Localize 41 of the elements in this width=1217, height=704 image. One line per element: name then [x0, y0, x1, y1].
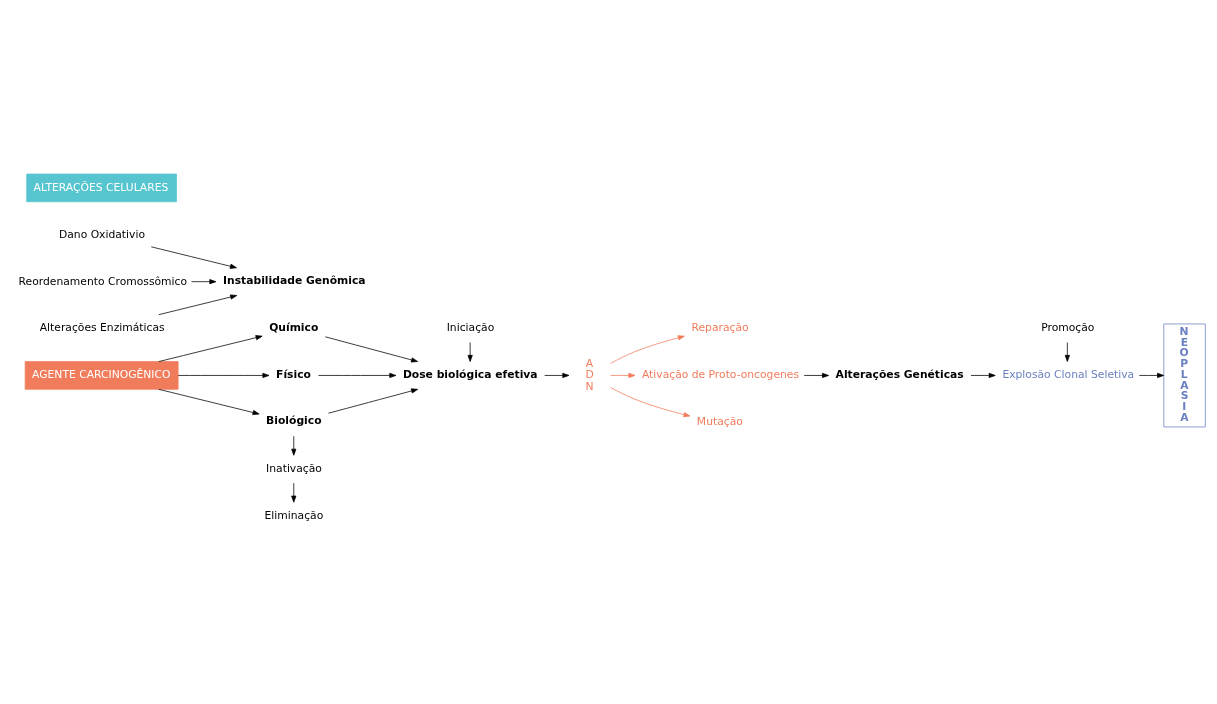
arrow	[291, 435, 297, 456]
arrow	[803, 372, 829, 378]
arrow	[544, 372, 570, 378]
node-text: Alterações Enzimáticas	[39, 321, 165, 335]
node-text: Físico	[276, 367, 311, 381]
arrow	[610, 372, 636, 378]
node-box: AGENTE CARCINOGÊNICO	[24, 361, 179, 390]
arrow	[328, 388, 419, 414]
node-text: Promoção	[1041, 321, 1095, 335]
arrow	[970, 372, 996, 378]
node-text: Eliminação	[264, 508, 324, 522]
arrow	[1064, 342, 1070, 362]
arrow	[191, 279, 217, 285]
node-box: ALTERAÇÕES CELULARES	[26, 173, 177, 203]
node-text: Ativação de Proto-oncogenes	[641, 368, 800, 382]
arrow	[158, 294, 238, 316]
arrow	[291, 482, 297, 503]
node-text: Dose biológica efetiva	[402, 367, 538, 381]
node-text: Iniciação	[446, 321, 495, 335]
node-text: ADN	[585, 356, 594, 393]
node-text: Dano Oxidativio	[58, 227, 145, 241]
node-box: NEOPLASIA	[1163, 323, 1206, 428]
node-text: Mutação	[696, 415, 743, 429]
node-text: Inativação	[266, 462, 322, 476]
node-text: Reordenamento Cromossômico	[18, 274, 188, 288]
arrow	[467, 342, 473, 362]
arrow	[318, 372, 397, 378]
arrow	[158, 335, 263, 362]
arrow	[610, 335, 685, 364]
arrow	[610, 387, 691, 418]
arrow	[1139, 372, 1165, 378]
node-text: Biológico	[266, 414, 322, 428]
node-text: Químico	[269, 320, 319, 334]
arrow	[177, 372, 270, 378]
arrow	[325, 336, 418, 363]
node-text: Explosão Clonal Seletiva	[1002, 368, 1135, 382]
node-text: Instabilidade Genômica	[223, 273, 366, 287]
node-text: Reparação	[691, 321, 749, 335]
arrow	[158, 388, 260, 415]
node-text: Alterações Genéticas	[835, 367, 964, 381]
arrow	[150, 246, 237, 269]
